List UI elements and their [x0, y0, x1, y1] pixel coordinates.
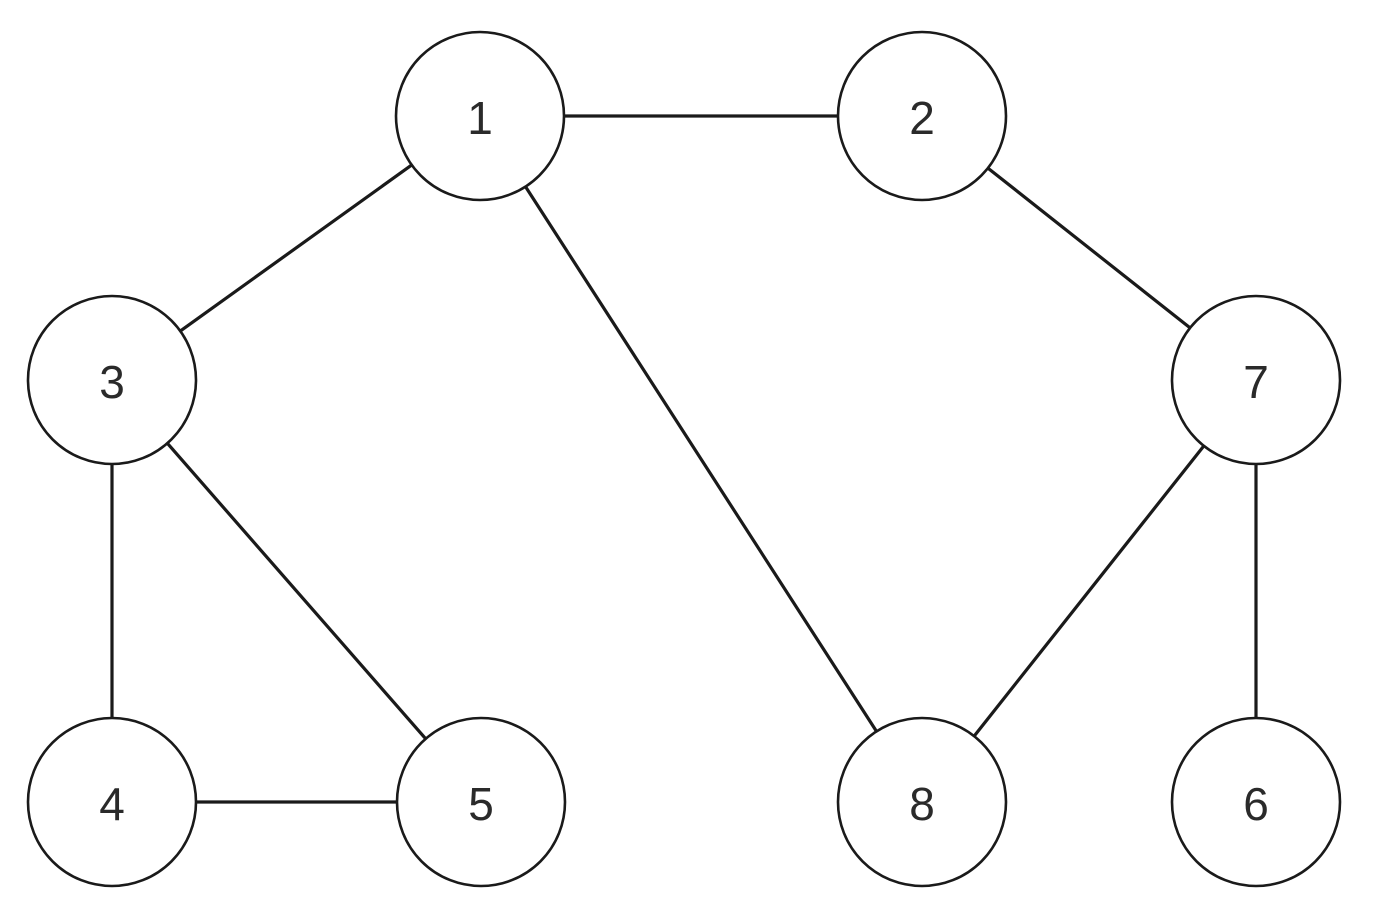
node-circle-4: [26, 716, 198, 888]
node-4: 4: [26, 716, 198, 888]
node-label-3: 3: [99, 356, 125, 408]
node-8: 8: [836, 716, 1008, 888]
node-label-6: 6: [1243, 778, 1269, 830]
node-label-5: 5: [468, 778, 494, 830]
node-circle-2: [836, 30, 1008, 202]
node-label-7: 7: [1243, 356, 1269, 408]
node-circle-3: [26, 294, 198, 466]
node-circle-5: [395, 716, 567, 888]
node-7: 7: [1170, 294, 1342, 466]
node-6: 6: [1170, 716, 1342, 888]
node-circle-8: [836, 716, 1008, 888]
edge-7-8: [972, 444, 1206, 738]
nodes-layer: 1 2 3 4 5 6 7 8: [26, 30, 1342, 888]
node-2: 2: [836, 30, 1008, 202]
node-label-4: 4: [99, 778, 125, 830]
node-label-2: 2: [909, 92, 935, 144]
edge-1-8: [523, 185, 879, 733]
node-circle-1: [394, 30, 566, 202]
edges-layer: [110, 114, 1258, 804]
edge-2-7: [986, 166, 1192, 330]
node-label-8: 8: [909, 778, 935, 830]
node-5: 5: [395, 716, 567, 888]
edge-1-3: [178, 163, 414, 333]
edge-3-5: [165, 441, 428, 741]
node-circle-7: [1170, 294, 1342, 466]
node-circle-6: [1170, 716, 1342, 888]
node-1: 1: [394, 30, 566, 202]
node-3: 3: [26, 294, 198, 466]
node-label-1: 1: [467, 92, 493, 144]
